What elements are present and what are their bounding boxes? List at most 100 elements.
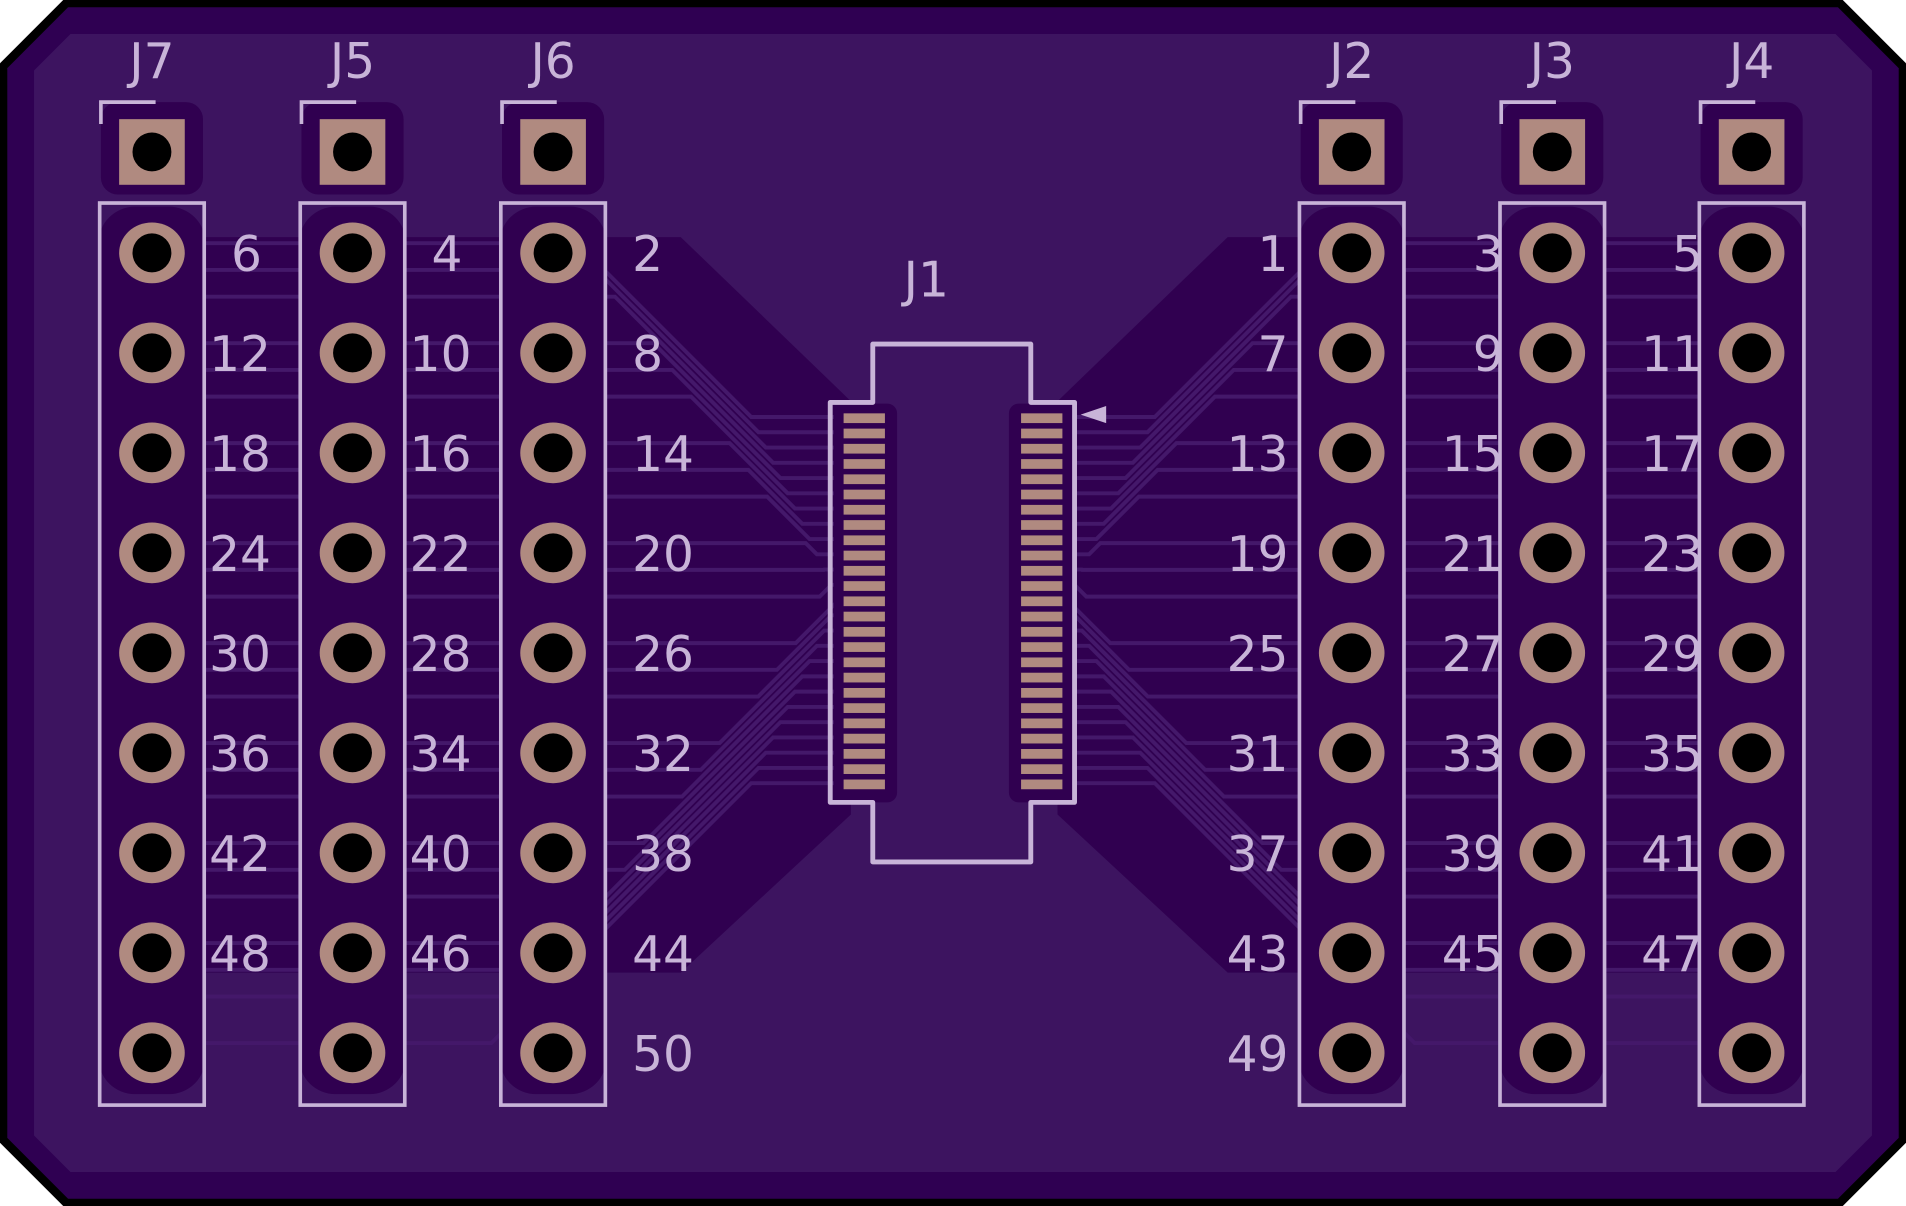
- j1-pad-right: [1021, 581, 1063, 591]
- pin1-marker-icon: [1080, 406, 1107, 424]
- drill-hole: [132, 833, 172, 873]
- header-reference-label: J6: [527, 34, 575, 90]
- drill-hole: [333, 132, 372, 172]
- j1-pad-left: [843, 779, 885, 790]
- pin-number-label: 1: [1258, 227, 1289, 283]
- pin-number-label: 3: [1473, 227, 1504, 283]
- pin-number-label: 11: [1641, 327, 1703, 383]
- pin1-bracket: [99, 100, 156, 125]
- pin-number-label: 14: [632, 427, 694, 483]
- j1-pad-right: [1021, 428, 1063, 439]
- pin-number-label: 2: [632, 227, 663, 283]
- j1-pad-right: [1021, 550, 1063, 561]
- j1-pad-right: [1021, 596, 1063, 607]
- j1-pad-right: [1021, 718, 1063, 729]
- pin-number-label: 7: [1258, 327, 1289, 383]
- j1-pad-left: [843, 642, 885, 652]
- pin-number-label: 33: [1442, 727, 1504, 783]
- j1-pad-left: [843, 718, 885, 729]
- pin-number-label: 41: [1641, 827, 1703, 883]
- trace: [182, 367, 866, 480]
- pin-number-label: 30: [209, 627, 271, 683]
- pin-number-label: 22: [410, 527, 472, 583]
- drill-hole: [333, 833, 372, 873]
- header-silkscreen-outline: [298, 201, 407, 1107]
- drill-hole: [333, 733, 372, 773]
- header-reference-label: J2: [1326, 34, 1374, 90]
- pin-number-label: 48: [209, 927, 271, 983]
- pin-number-label: 29: [1641, 627, 1703, 683]
- pin-number-label: 19: [1227, 527, 1289, 583]
- header-reference-label: J3: [1527, 34, 1575, 90]
- pin1-bracket: [500, 100, 557, 125]
- pin-number-label: 31: [1227, 727, 1289, 783]
- j1-pad-left: [843, 520, 885, 530]
- j1-pad-right: [1021, 626, 1063, 637]
- drill-hole: [333, 933, 372, 973]
- drill-hole: [132, 733, 172, 773]
- j1-pad-left: [843, 459, 885, 469]
- j1-pad-right: [1021, 443, 1063, 454]
- j1-pad-left: [843, 443, 885, 454]
- drill-hole: [1732, 233, 1772, 273]
- drill-hole: [132, 533, 172, 573]
- drill-hole: [132, 1033, 172, 1073]
- j1-pad-right: [1021, 565, 1063, 576]
- trace: [182, 394, 866, 496]
- drill-hole: [533, 733, 573, 773]
- drill-hole: [132, 633, 172, 673]
- drill-hole: [1532, 233, 1572, 273]
- pin-number-label: 39: [1442, 827, 1504, 883]
- pin-number-label: 42: [209, 827, 271, 883]
- pin-number-label: 10: [410, 327, 472, 383]
- pin-number-label: 27: [1442, 627, 1504, 683]
- j1-pad-right: [1021, 672, 1063, 683]
- pin-headers: J7612182430364248J5410162228344046J62814…: [97, 34, 1806, 1107]
- j1-pad-right: [1021, 611, 1063, 622]
- trace: [1040, 341, 1724, 465]
- trace: [182, 341, 866, 465]
- pin-number-label: 46: [410, 927, 472, 983]
- pin-number-label: 4: [432, 227, 463, 283]
- drill-hole: [1532, 433, 1572, 473]
- j1-pad-left: [843, 703, 885, 713]
- drill-hole: [1732, 132, 1772, 172]
- j1-pad-right: [1021, 474, 1063, 485]
- header-reference-label: J7: [126, 34, 174, 90]
- drill-hole: [1732, 933, 1772, 973]
- drill-hole: [1732, 833, 1772, 873]
- drill-hole: [333, 533, 372, 573]
- connector-j1[interactable]: J1: [827, 253, 1107, 865]
- drill-hole: [1732, 733, 1772, 773]
- drill-hole: [333, 1033, 372, 1073]
- drill-hole: [333, 333, 372, 373]
- drill-hole: [1532, 933, 1572, 973]
- drill-hole: [1332, 132, 1372, 172]
- pin-number-label: 43: [1227, 927, 1289, 983]
- pin1-bracket: [299, 100, 357, 125]
- drill-hole: [1332, 833, 1372, 873]
- j1-pad-right: [1021, 413, 1063, 424]
- pin-number-label: 47: [1641, 927, 1703, 983]
- drill-hole: [132, 233, 172, 273]
- j1-pad-right: [1021, 779, 1063, 790]
- drill-hole: [1332, 233, 1372, 273]
- pin1-bracket: [1698, 100, 1756, 125]
- drill-hole: [1732, 633, 1772, 673]
- pin-number-label: 45: [1442, 927, 1504, 983]
- header-silkscreen-outline: [97, 201, 207, 1107]
- drill-hole: [533, 533, 573, 573]
- pin-number-label: 16: [410, 427, 472, 483]
- drill-hole: [533, 433, 573, 473]
- drill-hole: [533, 633, 573, 673]
- drill-hole: [1532, 833, 1572, 873]
- pin-number-label: 25: [1227, 627, 1289, 683]
- j1-pad-left: [843, 489, 885, 500]
